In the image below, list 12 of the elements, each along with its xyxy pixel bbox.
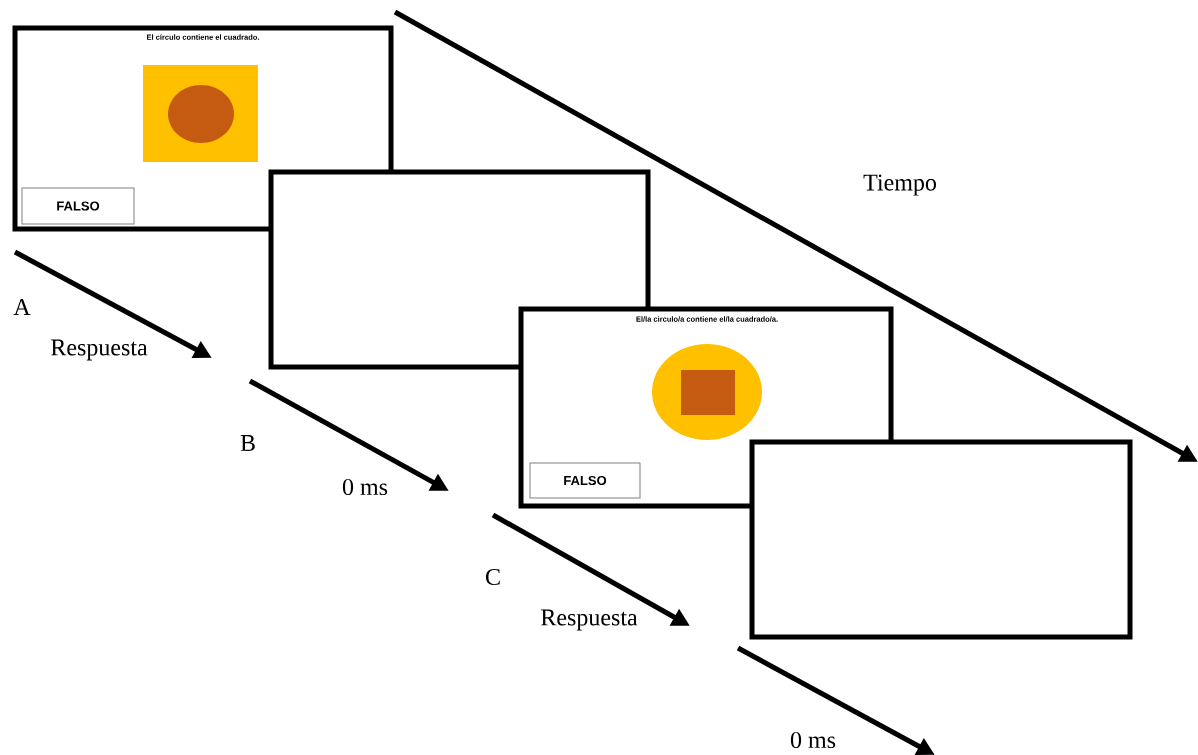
- label: A: [13, 299, 31, 315]
- blank-screen: [749, 439, 1133, 640]
- blank-screen: [268, 169, 651, 370]
- answer-button: FALSO: [21, 187, 135, 225]
- label: 0 ms: [342, 478, 388, 496]
- label: C: [486, 568, 500, 586]
- label: 0 ms: [790, 731, 836, 749]
- label: Respuesta: [51, 339, 148, 361]
- label: Respuesta: [541, 609, 638, 631]
- label: B: [240, 435, 255, 451]
- answer-button: FALSO: [529, 462, 641, 499]
- label: Tiempo: [863, 174, 936, 196]
